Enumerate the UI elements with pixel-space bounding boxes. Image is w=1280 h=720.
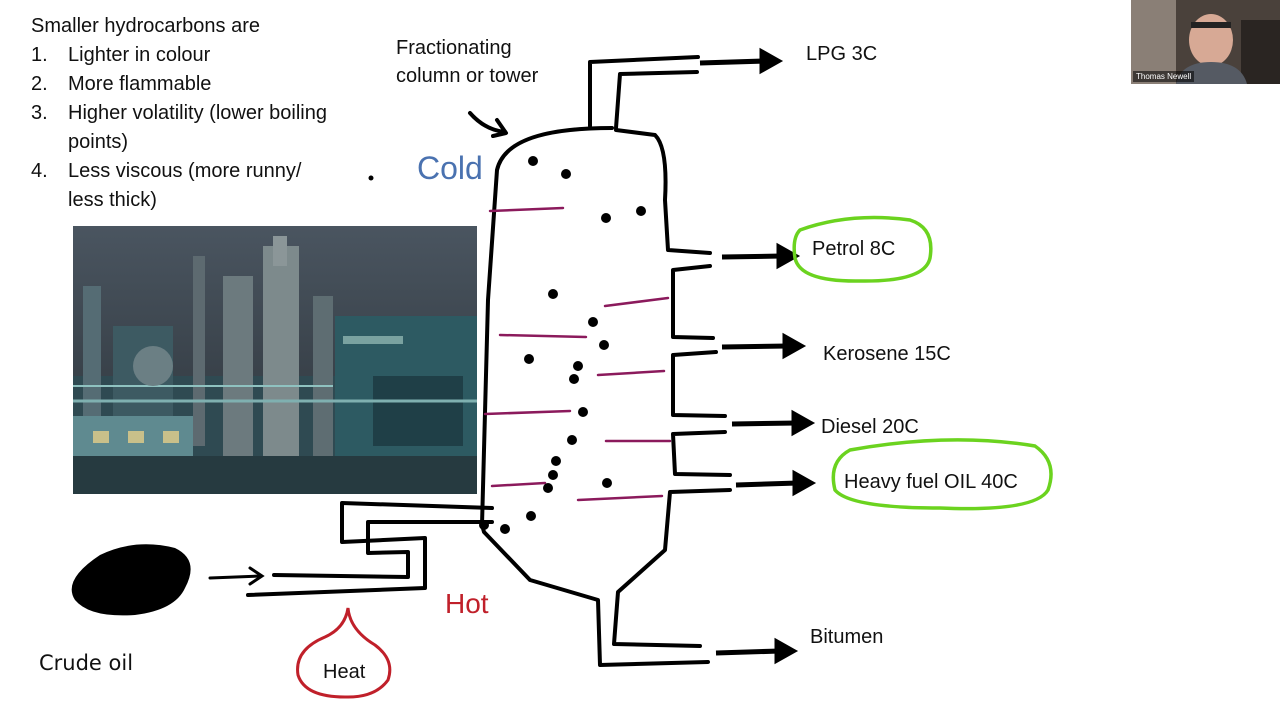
tray bbox=[483, 409, 572, 416]
item-number: 2. bbox=[31, 73, 48, 95]
vapour-dot bbox=[528, 156, 538, 166]
crude-oil-blob bbox=[71, 544, 191, 616]
vapour-dot bbox=[548, 289, 558, 299]
tray bbox=[596, 369, 666, 377]
webcam-overlay: Thomas Newell bbox=[1131, 0, 1280, 84]
arrow-lpg bbox=[699, 58, 766, 66]
item-number: 4. bbox=[31, 160, 48, 182]
refinery-photo bbox=[73, 226, 477, 494]
column-wall-heavy-bitumen bbox=[612, 488, 732, 648]
vapour-dot bbox=[601, 213, 611, 223]
arrow-kerosene bbox=[721, 343, 789, 350]
column-wall-petrol-kerosene bbox=[671, 264, 715, 340]
vapour-dot bbox=[588, 317, 598, 327]
vapour-dot bbox=[569, 374, 579, 384]
intro-heading: Smaller hydrocarbons are bbox=[31, 15, 260, 37]
arrow-diesel bbox=[731, 420, 798, 427]
vapour-dot bbox=[567, 435, 577, 445]
vapour-dot bbox=[548, 470, 558, 480]
arrow-petrol bbox=[721, 253, 783, 260]
fraction-heavy-fuel: Heavy fuel OIL 40C bbox=[844, 471, 1018, 493]
tray bbox=[576, 494, 664, 502]
vapour-dot bbox=[526, 511, 536, 521]
presenter-video bbox=[1131, 0, 1280, 84]
fraction-bitumen: Bitumen bbox=[810, 626, 884, 648]
fraction-lpg: LPG 3C bbox=[806, 43, 878, 65]
item-number: 1. bbox=[31, 44, 48, 66]
webcam-name: Thomas Newell bbox=[1133, 71, 1195, 82]
vapour-dot bbox=[602, 478, 612, 488]
fraction-kerosene: Kerosene 15C bbox=[823, 343, 951, 365]
heat-flame bbox=[296, 607, 392, 699]
top-pipe bbox=[588, 55, 700, 128]
fraction-diesel: Diesel 20C bbox=[821, 416, 919, 438]
intro-items: 1. Lighter in colour 2. More flammable 3. H… bbox=[31, 41, 328, 215]
tray bbox=[603, 296, 670, 308]
vapour-dot bbox=[543, 483, 553, 493]
column-pointer-arrow bbox=[468, 111, 507, 134]
vapour-dot bbox=[500, 524, 510, 534]
tray bbox=[498, 333, 588, 339]
intro-list: Smaller hydrocarbons are 1. Lighter in co… bbox=[31, 12, 328, 215]
item-number: 3. bbox=[31, 102, 48, 124]
vapour-dot bbox=[479, 520, 489, 530]
tray bbox=[490, 481, 547, 488]
heat-label: Heat bbox=[323, 661, 366, 683]
column-label-line2: column or tower bbox=[396, 65, 539, 87]
vapour-dot bbox=[573, 361, 583, 371]
intro-item: 1. Lighter in colour bbox=[31, 41, 328, 70]
vapour-dot bbox=[578, 407, 588, 417]
item-text: Lighter in colour bbox=[68, 44, 211, 66]
feed-pipe-inner bbox=[272, 520, 494, 579]
crude-oil-label: Crude oil bbox=[39, 651, 134, 675]
item-text: Less viscous (more runny/ less thick) bbox=[68, 160, 302, 211]
stray-dot bbox=[368, 175, 374, 181]
intro-item: 4. Less viscous (more runny/ less thick) bbox=[31, 157, 308, 215]
feed-pipe-outer bbox=[246, 501, 494, 597]
tray bbox=[488, 206, 565, 213]
arrow-bitumen bbox=[715, 648, 781, 656]
intro-item: 2. More flammable bbox=[31, 70, 328, 99]
column-label-line1: Fractionating bbox=[396, 37, 512, 59]
hot-label: Hot bbox=[445, 588, 489, 619]
column-outline-left bbox=[480, 126, 710, 667]
vapour-dot bbox=[524, 354, 534, 364]
vapour-dot bbox=[561, 169, 571, 179]
cold-label: Cold bbox=[417, 150, 483, 186]
vapour-dot bbox=[551, 456, 561, 466]
vapour-dot bbox=[636, 206, 646, 216]
arrow-crude-in bbox=[208, 574, 262, 580]
item-text: Higher volatility (lower boiling points) bbox=[68, 102, 327, 153]
vapour-dot bbox=[599, 340, 609, 350]
fraction-petrol: Petrol 8C bbox=[812, 238, 896, 260]
column-wall-kerosene-diesel bbox=[671, 350, 727, 418]
column-label: Fractionating column or tower bbox=[396, 34, 538, 90]
heavy-fuel-highlight bbox=[831, 438, 1053, 511]
intro-item: 3. Higher volatility (lower boiling point… bbox=[31, 99, 328, 157]
column-outline-right bbox=[614, 128, 712, 255]
item-text: More flammable bbox=[68, 73, 212, 95]
arrow-heavy-fuel bbox=[735, 480, 799, 488]
petrol-highlight bbox=[792, 215, 933, 283]
top-pipe-inner bbox=[614, 70, 699, 130]
column-wall-diesel-heavy bbox=[671, 430, 732, 477]
